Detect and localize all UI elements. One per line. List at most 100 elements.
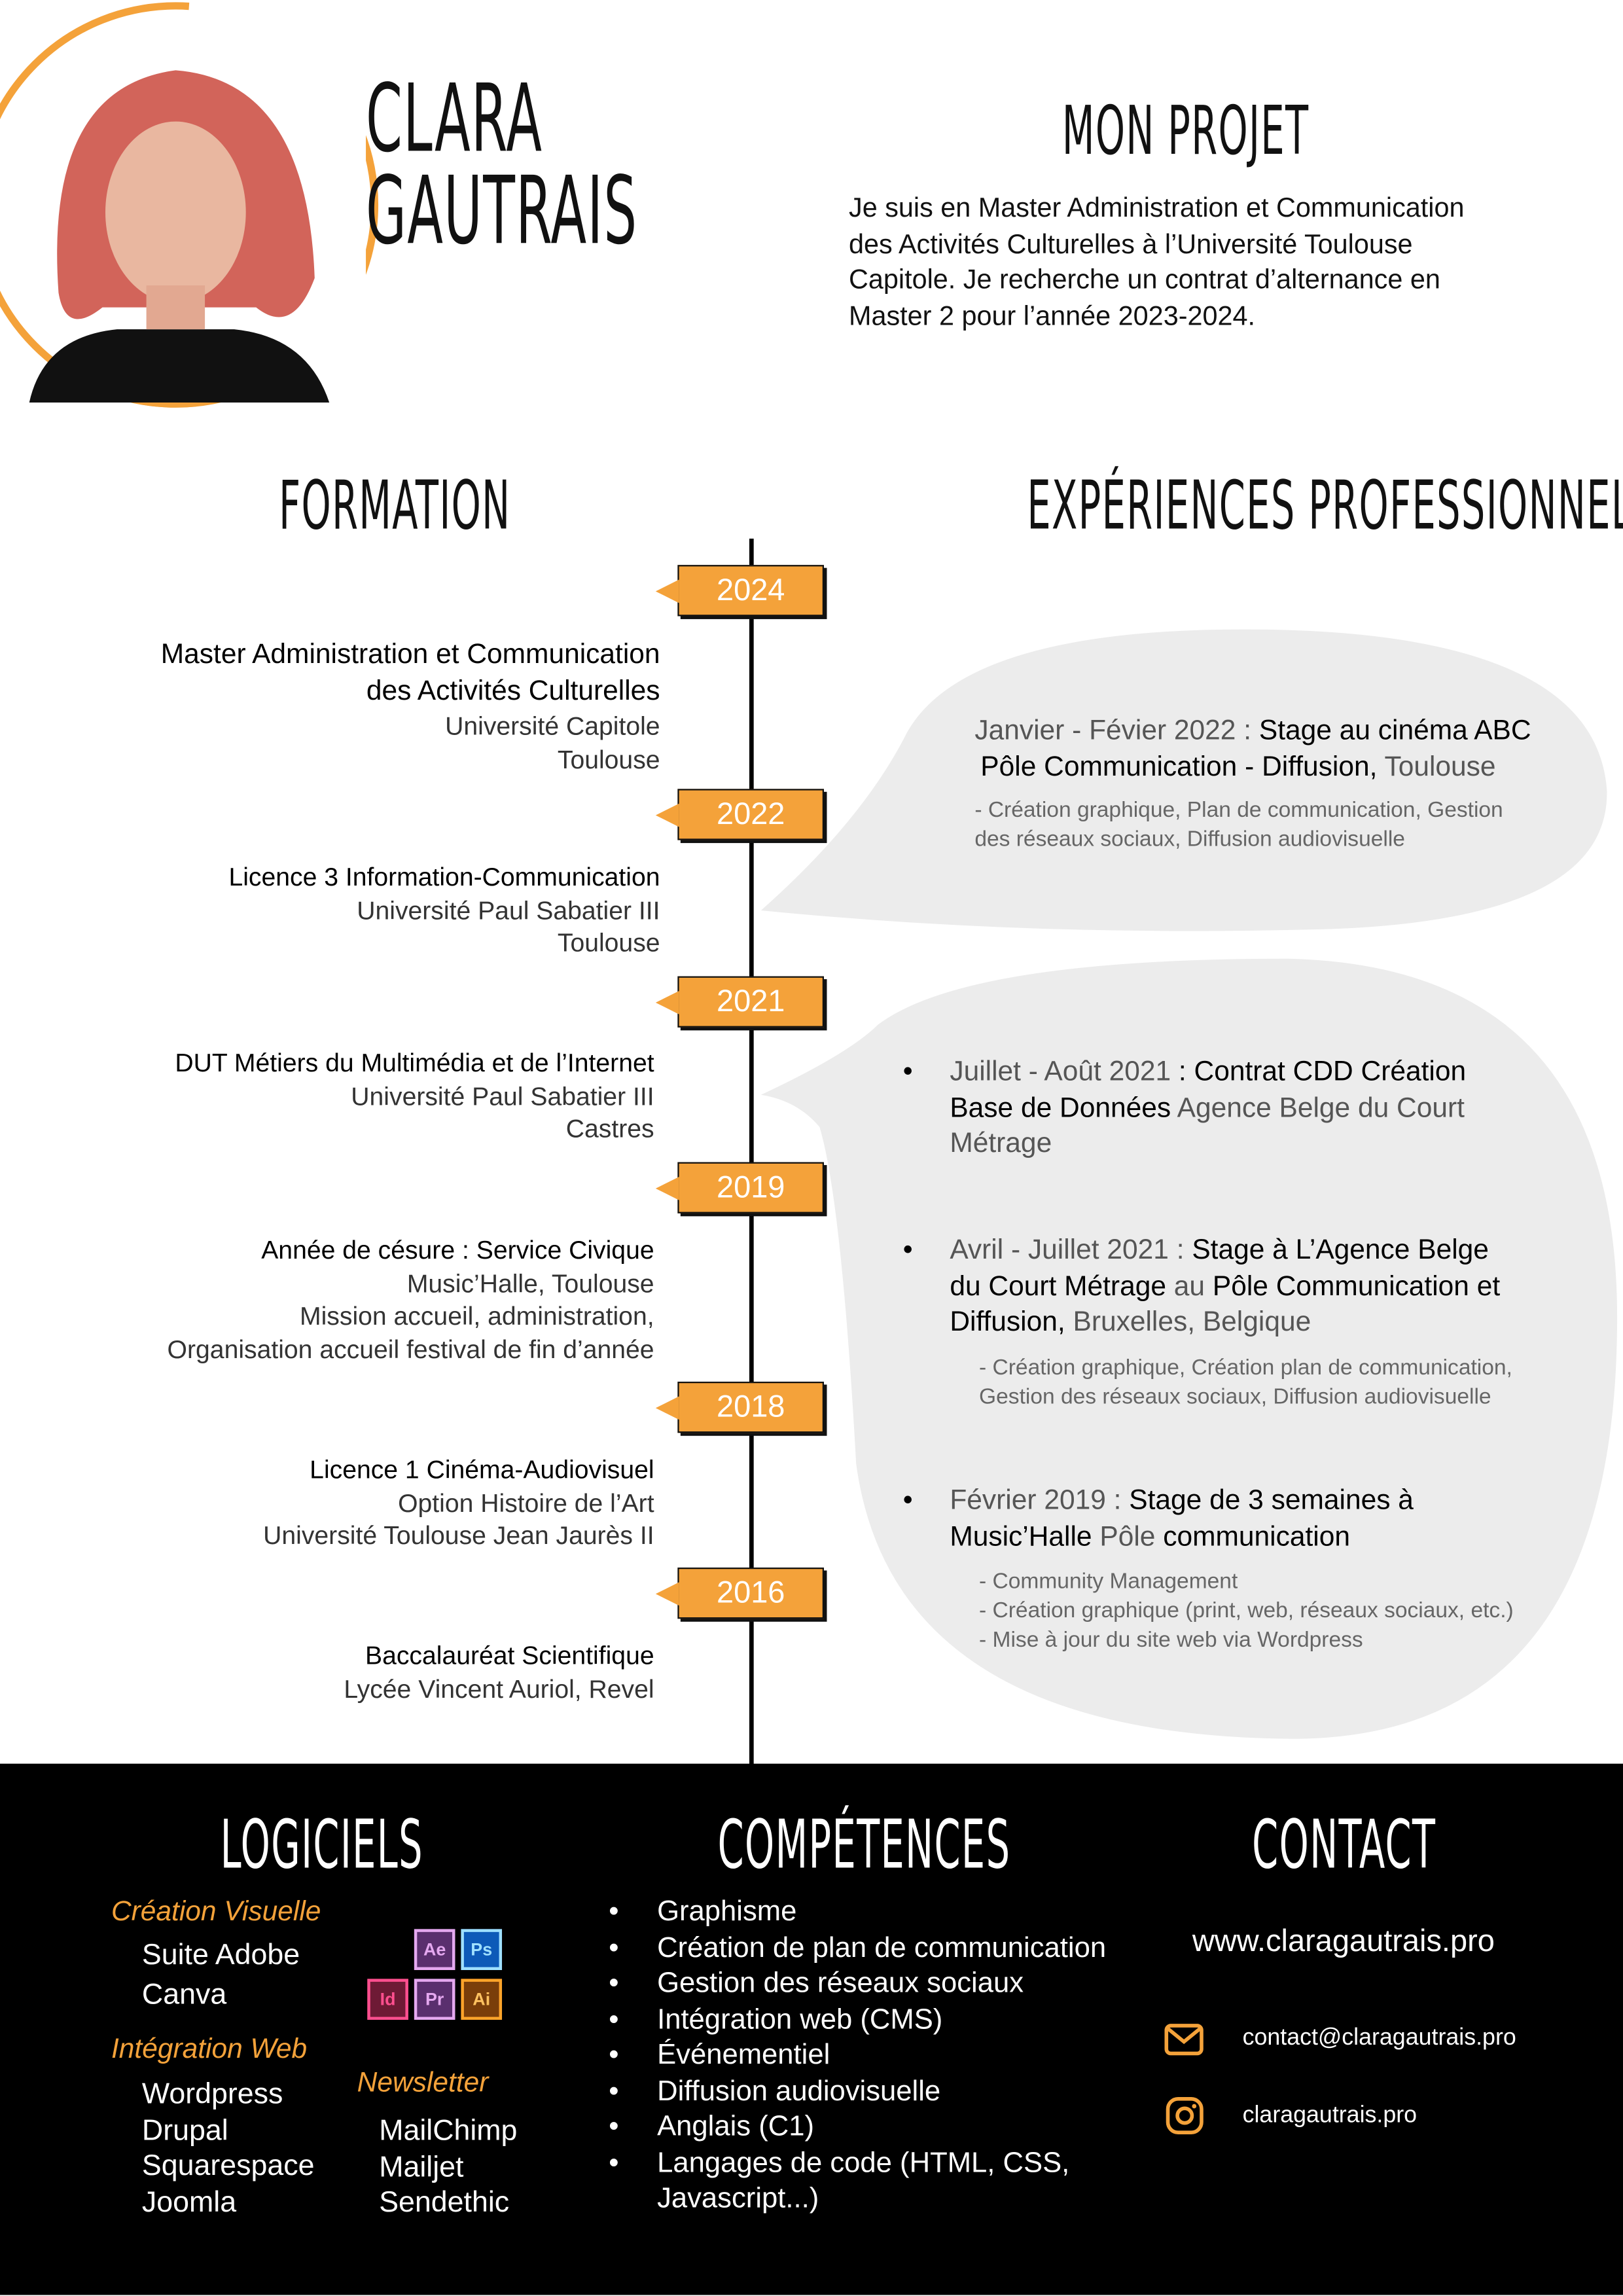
entry-line: Lycée Vincent Auriol, Revel xyxy=(344,1674,654,1703)
competences-list: Graphisme Création de plan de communicat… xyxy=(609,1894,1106,2217)
speech-bubbles xyxy=(760,629,1618,1739)
exp-place: Bruxelles, Belgique xyxy=(1065,1306,1311,1338)
instagram-icon xyxy=(1166,2096,1204,2135)
exp-place: Pôle xyxy=(1092,1521,1164,1552)
category-label: Création Visuelle xyxy=(111,1897,321,1928)
formation-entry: Master Administration et Communication d… xyxy=(161,637,660,776)
experience-item: • Juillet - Août 2021 : Contrat CDD Créa… xyxy=(903,1055,1467,1162)
exp-detail: des réseaux sociaux, Diffusion audiovisu… xyxy=(974,827,1405,852)
exp-detail: - Création graphique, Création plan de c… xyxy=(979,1354,1512,1380)
year-tag: 2018 xyxy=(655,1382,825,1433)
project-line: Master 2 pour l’année 2023-2024. xyxy=(849,299,1256,331)
premiere-icon: Pr xyxy=(414,1979,455,2020)
software-item: Squarespace xyxy=(141,2150,315,2183)
competence-item: Langages de code (HTML, CSS, xyxy=(609,2145,1106,2181)
exp-role: Music’Halle xyxy=(950,1521,1092,1552)
entry-line: Université Paul Sabatier III xyxy=(357,895,660,925)
entry-line: Organisation accueil festival de fin d’a… xyxy=(167,1334,654,1364)
exp-date: Janvier - Févier 2022 : xyxy=(974,715,1259,747)
year-tag: 2021 xyxy=(655,976,825,1028)
exp-text: au xyxy=(1166,1271,1213,1302)
entry-line: Toulouse xyxy=(557,927,660,958)
competence-item: Diffusion audiovisuelle xyxy=(609,2073,1106,2109)
exp-place: Agence Belge du Court xyxy=(1171,1092,1465,1124)
contact-title: CONTACT xyxy=(1251,1804,1436,1884)
entry-title: Master Administration et Communication xyxy=(160,639,660,671)
exp-role: communication xyxy=(1163,1521,1350,1552)
competence-item: Événementiel xyxy=(609,2037,1106,2073)
after-effects-icon: Ae xyxy=(414,1929,455,1970)
exp-role: Stage au cinéma ABC xyxy=(1258,715,1531,747)
competence-item: Javascript...) xyxy=(657,2182,819,2215)
year-tag: 2016 xyxy=(655,1568,825,1619)
year-tag: 2024 xyxy=(655,565,825,617)
formation-title: FORMATION xyxy=(279,465,511,545)
category-label: Newsletter xyxy=(357,2068,489,2099)
project-line: Capitole. Je recherche un contrat d’alte… xyxy=(849,263,1440,295)
exp-detail: - Création graphique, Plan de communicat… xyxy=(974,797,1503,823)
illustrator-icon: Ai xyxy=(461,1979,503,2020)
exp-role: : Contrat CDD Création xyxy=(1178,1056,1467,1088)
year-tag: 2022 xyxy=(655,789,825,840)
entry-line: Castres xyxy=(565,1113,654,1143)
formation-entry: DUT Métiers du Multimédia et de l’Intern… xyxy=(175,1047,654,1145)
exp-date: Avril - Juillet 2021 : xyxy=(950,1235,1192,1266)
website-link[interactable]: www.claragautrais.pro xyxy=(1192,1924,1495,1959)
entry-line: Université Paul Sabatier III xyxy=(351,1081,654,1111)
year-tag: 2019 xyxy=(655,1162,825,1213)
exp-role: Stage de 3 semaines à xyxy=(1129,1485,1414,1516)
entry-line: Mission accueil, administration, xyxy=(300,1301,654,1331)
entry-line: Université Toulouse Jean Jaurès II xyxy=(263,1520,654,1551)
entry-title: Baccalauréat Scientifique xyxy=(365,1640,654,1670)
exp-role: Base de Données xyxy=(950,1092,1171,1124)
competence-item: Intégration web (CMS) xyxy=(609,2001,1106,2037)
entry-title: DUT Métiers du Multimédia et de l’Intern… xyxy=(175,1048,654,1077)
instagram-link[interactable]: claragautrais.pro xyxy=(1242,2103,1418,2128)
project-line: des Activités Culturelles à l’Université… xyxy=(849,227,1413,259)
experience-item: • Avril - Juillet 2021 : Stage à L’Agenc… xyxy=(903,1234,1512,1412)
software-item: Joomla xyxy=(141,2185,237,2219)
exp-detail: - Mise à jour du site web via Wordpress xyxy=(979,1627,1363,1653)
experience-item: Janvier - Févier 2022 : Stage au cinéma … xyxy=(974,714,1531,855)
first-name: CLARA xyxy=(366,65,543,175)
exp-place: Toulouse xyxy=(1377,751,1496,783)
entry-title: Licence 1 Cinéma-Audiovisuel xyxy=(310,1454,654,1484)
competence-item: Anglais (C1) xyxy=(609,2109,1106,2145)
software-item: Suite Adobe xyxy=(141,1939,300,1972)
email-link[interactable]: contact@claragautrais.pro xyxy=(1242,2025,1516,2051)
exp-date: Juillet - Août 2021 xyxy=(950,1056,1179,1088)
exp-date: Février 2019 : xyxy=(950,1485,1130,1516)
entry-line: Option Histoire de l’Art xyxy=(398,1488,654,1517)
exp-role: du Court Métrage xyxy=(950,1271,1166,1302)
formation-entry: Baccalauréat Scientifique Lycée Vincent … xyxy=(344,1640,654,1706)
software-item: Sendethic xyxy=(379,2186,510,2219)
software-item: Wordpress xyxy=(141,2078,283,2111)
competences-title: COMPÉTENCES xyxy=(717,1804,1010,1884)
formation-entry: Licence 3 Information-Communication Univ… xyxy=(228,861,660,960)
exp-detail: - Création graphique (print, web, réseau… xyxy=(979,1598,1514,1624)
entry-title: Licence 3 Information-Communication xyxy=(228,862,660,891)
entry-line: Music’Halle, Toulouse xyxy=(406,1268,654,1298)
logiciels-title: LOGICIELS xyxy=(220,1804,424,1884)
entry-line: Université Capitole xyxy=(445,711,660,741)
software-item: Canva xyxy=(141,1978,227,2011)
entry-line: Toulouse xyxy=(557,744,660,774)
category-label: Intégration Web xyxy=(111,2034,308,2066)
project-title: MON PROJET xyxy=(1061,90,1310,170)
exp-role: Stage à L’Agence Belge xyxy=(1192,1235,1489,1266)
competence-item: Gestion des réseaux sociaux xyxy=(609,1965,1106,2001)
exp-place: Métrage xyxy=(950,1128,1052,1160)
competence-item: Création de plan de communication xyxy=(609,1929,1106,1965)
profile-photo xyxy=(0,0,378,408)
formation-entry: Année de césure : Service Civique Music’… xyxy=(168,1234,654,1365)
exp-role: Diffusion, xyxy=(950,1306,1065,1338)
exp-detail: - Community Management xyxy=(979,1569,1238,1594)
software-item: Mailjet xyxy=(379,2151,464,2183)
project-line: Je suis en Master Administration et Comm… xyxy=(849,191,1465,223)
footer: LOGICIELS COMPÉTENCES CONTACT Création V… xyxy=(0,1763,1623,2295)
exp-role: Pôle Communication - Diffusion, xyxy=(980,751,1378,783)
photoshop-icon: Ps xyxy=(461,1929,503,1970)
experiences-title: EXPÉRIENCES PROFESSIONNELLES xyxy=(1027,465,1623,545)
exp-detail: Gestion des réseaux sociaux, Diffusion a… xyxy=(979,1384,1491,1409)
